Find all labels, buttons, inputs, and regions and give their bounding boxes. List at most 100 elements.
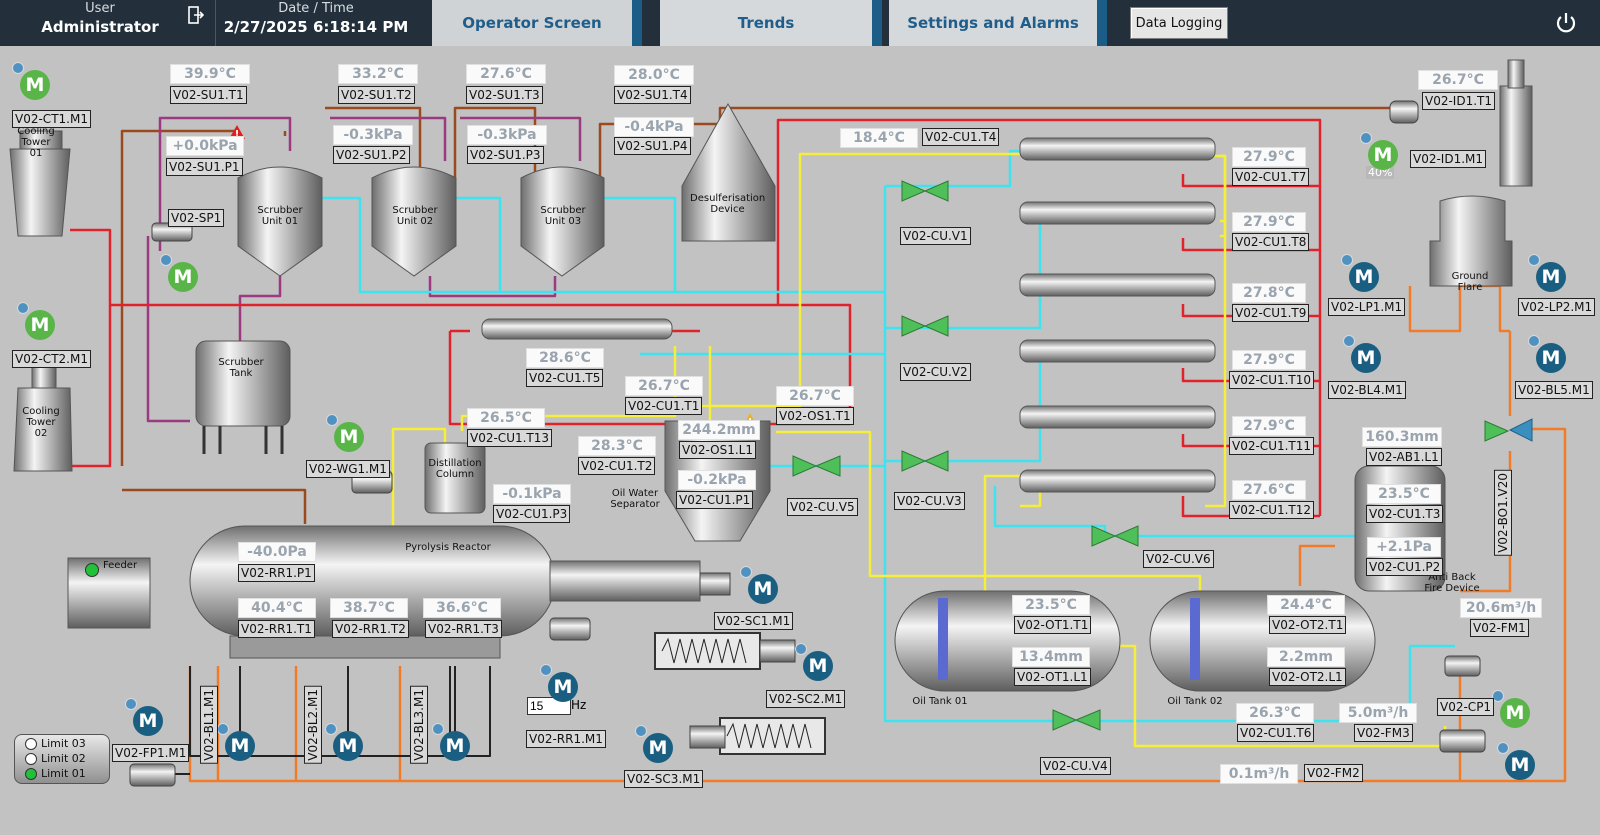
motor-bl1[interactable]: M [217,723,255,761]
tag-rr1-t3: V02-RR1.T3 [425,620,502,638]
label-ows: Oil Water Separator [610,488,660,510]
data-logging-button[interactable]: Data Logging [1130,7,1228,39]
motor-sp1[interactable]: M [160,254,198,292]
label-oil-tank-1: Oil Tank 01 [912,696,968,707]
value-cu1-p1: -0.2kPa [678,470,756,490]
tag-cu1-t13: V02-CU1.T13 [467,429,553,447]
alarm-red-icon[interactable]: ! [228,124,246,140]
motor-id1[interactable]: M [1360,132,1398,170]
tag-cu1-t8: V02-CU1.T8 [1232,233,1310,251]
tag-cu-v1: V02-CU.V1 [900,227,971,245]
motor-letter: M [648,737,668,759]
motor-fm[interactable]: M [1497,742,1535,780]
tag-lp2-m1: V02-LP2.M1 [1518,298,1596,316]
motor-rr1[interactable]: M [540,664,578,702]
motor-indicator [432,723,444,735]
power-icon[interactable] [1554,11,1578,35]
tab-separator [872,0,882,46]
value-cu1-p3: -0.1kPa [493,484,571,504]
logout-icon[interactable] [188,6,204,24]
motor-lp2[interactable]: M [1528,254,1566,292]
tag-ot1-t1: V02-OT1.T1 [1014,616,1092,634]
tag-ab1-l1: V02-AB1.L1 [1366,448,1442,466]
motor-letter: M [1505,702,1525,724]
motor-indicator [1528,335,1540,347]
limit-01-label: Limit 01 [41,767,86,780]
scrubber-units [237,166,605,277]
motor-lp1[interactable]: M [1341,254,1379,292]
tag-fp1-m1: V02-FP1.M1 [112,744,190,762]
motor-bl5[interactable]: M [1528,335,1566,373]
motor-ct2[interactable]: M [17,302,55,340]
user-label: User [85,1,115,16]
tag-os1-l1: V02-OS1.L1 [679,441,756,459]
tag-id1-m1: V02-ID1.M1 [1410,150,1487,168]
tag-cu-v3: V02-CU.V3 [894,492,965,510]
tag-bl2-m1: V02-BL2.M1 [304,686,322,764]
motor-indicator [326,414,338,426]
tag-rr1-t1: V02-RR1.T1 [238,620,315,638]
motor-letter: M [25,74,45,96]
tag-cu-v5: V02-CU.V5 [787,498,858,516]
tab-settings-alarms[interactable]: Settings and Alarms [889,0,1097,46]
motor-indicator [125,698,137,710]
value-cu1-t4: 18.4°C [840,128,918,148]
scrubber-tank [195,340,291,454]
motor-letter: M [230,735,250,757]
limit-03: Limit 03 [25,737,86,750]
motor-wg1[interactable]: M [326,414,364,452]
tag-lp1-m1: V02-LP1.M1 [1328,298,1406,316]
motor-sc3[interactable]: M [635,725,673,763]
motor-sc1[interactable]: M [740,566,778,604]
motor-fp1[interactable]: M [125,698,163,736]
value-id1-t1: 26.7°C [1418,70,1498,90]
tab-operator-screen[interactable]: Operator Screen [432,0,632,46]
tag-bl3-m1: V02-BL3.M1 [410,686,428,764]
motor-bl2[interactable]: M [325,723,363,761]
value-fm1: 20.6m³/h [1460,598,1542,618]
motor-indicator [1341,254,1353,266]
user-name: Administrator [41,18,159,36]
tag-cu1-t6: V02-CU1.T6 [1237,724,1315,742]
tag-cu1-t10: V02-CU1.T10 [1229,371,1315,389]
feed-tank: Limit 03 Limit 02 Limit 01 [14,734,110,784]
purple-pipes [146,116,582,423]
motor-letter: M [1541,266,1561,288]
motor-letter: M [30,314,50,336]
feeder-status-lamp [85,563,99,577]
value-cu1-t5: 28.6°C [526,348,604,368]
tag-su1-t2: V02-SU1.T2 [338,86,415,104]
motor-letter: M [445,735,465,757]
tab-separator [632,0,642,46]
tag-su1-p3: V02-SU1.P3 [467,146,544,164]
tag-cu1-p2: V02-CU1.P2 [1366,558,1444,576]
limit-01-lamp [25,767,37,780]
tag-cu1-p1: V02-CU1.P1 [676,491,754,509]
motor-bl3[interactable]: M [432,723,470,761]
tag-cu1-t7: V02-CU1.T7 [1232,168,1310,186]
value-cu1-t3: 23.5°C [1367,484,1441,504]
motor-sc2[interactable]: M [795,643,833,681]
limit-02-label: Limit 02 [41,752,86,765]
value-rr1-t1: 40.4°C [238,598,316,618]
value-cu1-t2: 28.3°C [578,436,656,456]
tag-bl5-m1: V02-BL5.M1 [1515,381,1593,399]
value-fm2: 0.1m³/h [1220,764,1298,784]
tag-cu1-t3: V02-CU1.T3 [1366,505,1444,523]
motor-bl4[interactable]: M [1343,335,1381,373]
value-cu1-t7: 27.9°C [1232,147,1306,167]
limit-03-lamp [25,737,37,750]
motor-ct1[interactable]: M [12,62,50,100]
tag-sc1-m1: V02-SC1.M1 [714,612,794,630]
chimney [1499,59,1533,187]
ground-flare [1429,195,1513,287]
value-cu1-t10: 27.9°C [1232,350,1306,370]
tab-trends[interactable]: Trends [660,0,872,46]
tag-cu-v2: V02-CU.V2 [900,363,971,381]
value-cu1-t11: 27.9°C [1232,416,1306,436]
tag-cp1: V02-CP1 [1437,698,1495,716]
label-scrubber-3: Scrubber Unit 03 [540,205,586,227]
motor-cp1[interactable]: M [1492,690,1530,728]
value-rr1-t3: 36.6°C [423,598,501,618]
label-ground-flare: Ground Flare [1451,271,1489,293]
